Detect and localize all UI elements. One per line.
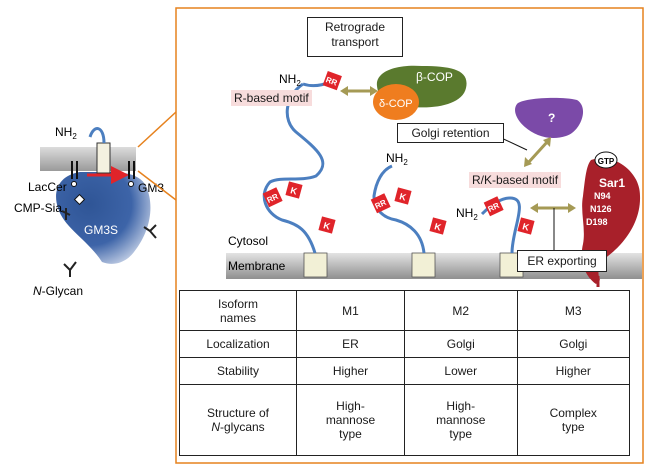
tm-helix-m1 — [303, 252, 328, 278]
table-cell: Golgi — [516, 330, 630, 358]
table-cell: Localization — [179, 330, 297, 358]
table-row: Isoform names M1 M2 M3 — [179, 290, 630, 331]
rk-based-motif-label: R/K-based motif — [469, 172, 562, 188]
er-exporting-box: ER exporting — [517, 250, 607, 272]
isoform-table: Isoform names M1 M2 M3 Localization ER G… — [179, 290, 630, 456]
sar1-residue: D198 — [586, 217, 608, 227]
svg-text:RR: RR — [325, 75, 339, 87]
double-arrow-cop — [340, 86, 378, 96]
table-cell: Isoform names — [179, 290, 297, 331]
laccer-label: LacCer — [28, 180, 67, 194]
tag-rr: RR — [483, 196, 504, 217]
nglycan-icon — [61, 208, 71, 220]
tag-rr: RR — [262, 187, 283, 208]
cytosol-label: Cytosol — [228, 234, 268, 248]
svg-text:K: K — [433, 221, 442, 232]
cmp-sia-icon — [73, 193, 86, 206]
left-nh2-label: NH2 — [55, 125, 77, 141]
table-cell: M2 — [404, 290, 518, 331]
m2-chain — [372, 164, 426, 254]
nglycan-label: N-Glycan — [33, 284, 83, 298]
nh2-label-m1: NH2 — [279, 72, 301, 88]
table-cell: High- mannose type — [296, 384, 405, 456]
table-row: Stability Higher Lower Higher — [179, 357, 630, 385]
nglycan-icon — [143, 224, 157, 239]
left-tm-helix — [96, 142, 111, 174]
gm3-icon — [128, 161, 135, 187]
laccer-icon — [71, 161, 78, 187]
retrograde-transport-box: Retrograde transport — [307, 17, 403, 57]
zoom-connector — [137, 111, 177, 201]
tm-helix-m2 — [411, 252, 436, 278]
table-cell: M1 — [296, 290, 405, 331]
tag-rr: RR — [322, 71, 342, 91]
delta-cop-label: δ-COP — [379, 98, 413, 110]
table-cell: M3 — [516, 290, 630, 331]
membrane-label: Membrane — [228, 259, 286, 273]
gtp-label: GTP — [598, 157, 615, 166]
table-cell: Lower — [404, 357, 518, 385]
table-cell: ER — [296, 330, 405, 358]
tag-k: K — [394, 187, 412, 205]
sar1-residue: N94 — [594, 191, 611, 201]
tag-rr: RR — [370, 193, 391, 214]
unknown-protein-label: ? — [548, 111, 555, 125]
table-row: Structure of N-glycans High- mannose typ… — [179, 384, 630, 456]
table-cell: Complex type — [516, 384, 630, 456]
beta-cop-label: β-COP — [416, 70, 453, 84]
table-cell: Higher — [516, 357, 630, 385]
sar1-residue: N126 — [590, 204, 612, 214]
delta-cop-shape — [373, 84, 419, 120]
nh2-label-m2: NH2 — [386, 151, 408, 167]
r-based-motif-label: R-based motif — [231, 90, 312, 106]
tag-k: K — [429, 217, 447, 235]
tag-k: K — [517, 217, 535, 235]
svg-text:K: K — [322, 220, 331, 231]
double-arrow-sar1 — [530, 203, 576, 213]
table-row: Localization ER Golgi Golgi — [179, 330, 630, 358]
zoom-frame — [175, 7, 644, 464]
left-panel: NH2 LacCer GM3 CMP-Sia GM3S N-Glycan — [14, 125, 164, 298]
left-nterm-chain — [88, 127, 106, 144]
table-cell: Golgi — [404, 330, 518, 358]
gm3-label: GM3 — [138, 181, 164, 195]
cmp-sia-label: CMP-Sia — [14, 201, 62, 215]
sar1-label: Sar1 — [599, 176, 625, 190]
tag-k: K — [285, 181, 303, 199]
table-cell: High- mannose type — [404, 384, 518, 456]
svg-text:K: K — [289, 185, 298, 196]
nh2-label-m3: NH2 — [456, 206, 478, 222]
double-arrow-golgi — [524, 137, 551, 167]
unknown-protein-shape — [515, 97, 584, 139]
golgi-retention-box: Golgi retention — [397, 123, 504, 143]
gtp-badge — [594, 151, 618, 169]
gm3s-enzyme — [56, 172, 151, 264]
nglycan-icon — [63, 261, 77, 277]
tag-k: K — [318, 216, 336, 234]
table-cell: Stability — [179, 357, 297, 385]
gm3s-label: GM3S — [84, 223, 118, 237]
table-cell: Structure of N-glycans — [179, 384, 297, 456]
svg-text:K: K — [521, 221, 530, 232]
table-cell: Higher — [296, 357, 405, 385]
left-membrane — [40, 147, 136, 171]
svg-text:K: K — [398, 191, 407, 202]
